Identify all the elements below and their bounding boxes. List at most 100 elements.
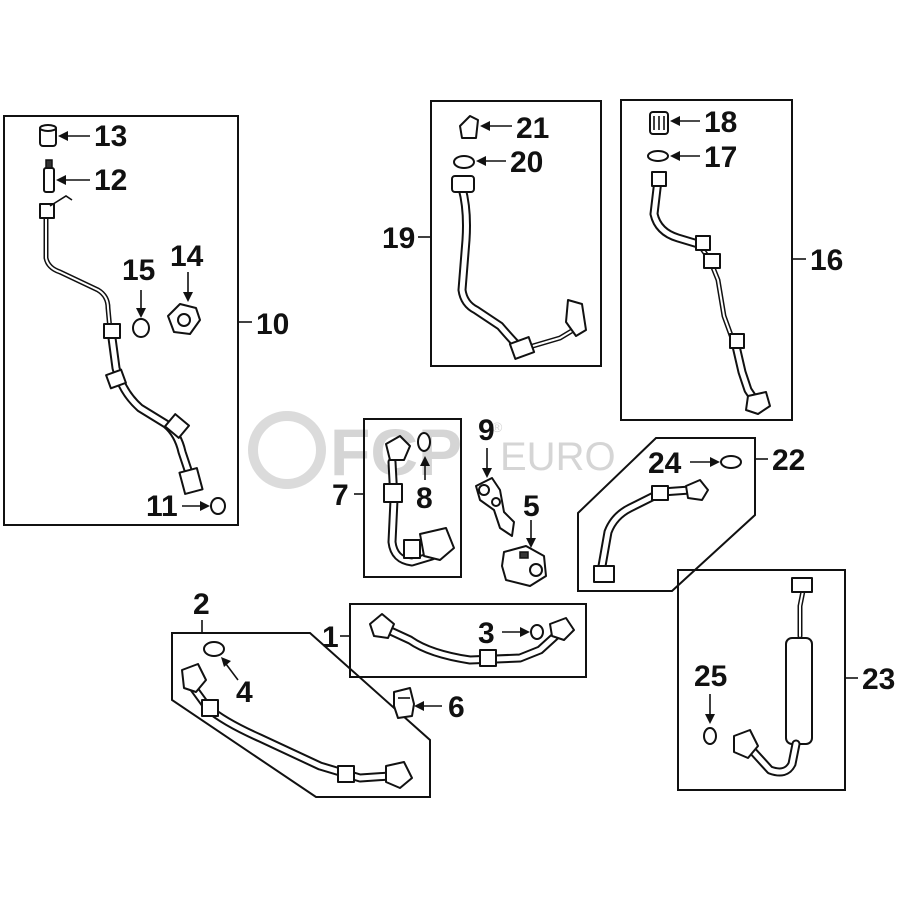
assembly-22[interactable] — [577, 437, 756, 592]
hose-7-crimp — [383, 483, 403, 503]
hose-23-fitting — [733, 729, 759, 759]
watermark-euro: EURO — [500, 435, 616, 479]
assembly-2[interactable] — [171, 632, 431, 798]
watermark-registered: ® — [492, 419, 503, 435]
assembly-10-frame — [3, 115, 239, 526]
callout-9: 9 — [478, 414, 495, 447]
hose-22-fitting — [593, 565, 615, 583]
hose-7-block-fitting — [419, 527, 455, 561]
callout-21: 21 — [516, 112, 549, 145]
hose-10-fitting — [178, 467, 204, 495]
hose-16-crimp — [729, 333, 745, 349]
o-ring-24[interactable] — [720, 455, 742, 469]
callout-25: 25 — [694, 660, 727, 693]
fitting-6[interactable] — [393, 687, 415, 719]
tube-10 — [43, 211, 113, 333]
cap-18[interactable] — [649, 111, 669, 135]
o-ring-25[interactable] — [703, 727, 717, 745]
assembly-7-frame — [363, 418, 462, 578]
hose-16-upper — [649, 175, 703, 249]
hose-10-clamp — [103, 323, 121, 339]
callout-4: 4 — [236, 676, 253, 709]
o-ring-20[interactable] — [453, 155, 475, 169]
hose-16-bracket — [703, 253, 721, 269]
callout-10: 10 — [256, 308, 289, 341]
assembly-1-frame — [349, 603, 587, 678]
cap-13[interactable] — [39, 124, 57, 147]
callout-6: 6 — [448, 691, 465, 724]
assembly-19[interactable] — [430, 100, 602, 367]
callout-labels: 13 12 15 14 10 11 21 20 19 18 17 16 8 7 … — [94, 106, 895, 724]
hose-22-crimp — [651, 485, 669, 501]
valve-cap-21[interactable] — [459, 115, 479, 139]
o-ring-4[interactable] — [203, 641, 225, 657]
assembly-10[interactable] — [3, 115, 239, 526]
block-fitting-5[interactable] — [501, 545, 547, 587]
callout-24: 24 — [648, 447, 682, 480]
hose-10-crimp-2 — [163, 413, 191, 439]
o-ring-3[interactable] — [530, 624, 544, 640]
callout-15: 15 — [122, 254, 155, 287]
hose-19-crimp — [508, 336, 536, 360]
assembly-19-frame — [430, 100, 602, 367]
o-ring-17[interactable] — [647, 150, 669, 162]
hose-2-crimp-2 — [337, 765, 355, 783]
hose-10 — [107, 333, 195, 481]
hose-16-fitting — [651, 171, 667, 187]
assembly-22-frame — [577, 437, 756, 592]
callout-3: 3 — [478, 617, 495, 650]
leaders — [56, 116, 858, 724]
callout-12: 12 — [94, 164, 127, 197]
hose-16-end-fitting — [745, 391, 771, 415]
assembly-2-frame — [171, 632, 431, 798]
callout-2: 2 — [193, 588, 210, 621]
hose-7-fitting — [385, 435, 411, 461]
assembly-16-frame — [620, 99, 793, 421]
hose-2-fitting — [181, 663, 207, 693]
hose-19-fitting — [451, 175, 475, 193]
hose-2-crimp — [201, 699, 219, 717]
hose-19-end-fitting — [565, 299, 587, 337]
tube-10-fitting — [39, 203, 55, 219]
callout-22: 22 — [772, 444, 805, 477]
o-ring-15[interactable] — [132, 318, 150, 338]
callout-18: 18 — [704, 106, 737, 139]
valve-core-12[interactable] — [43, 159, 55, 193]
hose-1-end-fitting — [549, 617, 575, 641]
o-ring-11[interactable] — [210, 497, 226, 515]
assembly-23[interactable] — [677, 569, 846, 791]
assembly-23-frame — [677, 569, 846, 791]
callout-20: 20 — [510, 146, 543, 179]
hose-23-top-fitting — [791, 577, 813, 593]
hose-2-end-fitting — [385, 761, 413, 789]
callout-16: 16 — [810, 244, 843, 277]
assembly-1[interactable] — [349, 603, 587, 678]
watermark-logo-icon — [248, 411, 326, 489]
callout-8: 8 — [416, 482, 433, 515]
pressure-switch-14[interactable] — [167, 303, 201, 335]
callout-23: 23 — [862, 663, 895, 696]
o-ring-8[interactable] — [417, 432, 431, 452]
callout-11: 11 — [146, 490, 178, 523]
callout-13: 13 — [94, 120, 127, 153]
hose-2 — [187, 681, 395, 783]
callout-17: 17 — [704, 141, 737, 174]
callout-1: 1 — [322, 621, 339, 654]
assembly-7[interactable] — [363, 418, 462, 578]
hose-1-fitting — [369, 613, 395, 639]
callout-7: 7 — [332, 479, 349, 512]
bracket-9[interactable] — [475, 477, 515, 537]
hose-23 — [785, 637, 813, 745]
hose-22-end-fitting — [685, 479, 709, 501]
callout-5: 5 — [523, 490, 540, 523]
hose-16-joint — [695, 235, 711, 251]
hose-1-crimp — [479, 649, 497, 667]
hose-10-crimp — [105, 368, 127, 390]
hose-7-crimp-2 — [403, 539, 421, 559]
tube-10-bracket — [49, 195, 73, 207]
watermark: FCP EURO ® — [248, 411, 616, 489]
callout-19: 19 — [382, 222, 415, 255]
hose-19 — [457, 183, 525, 353]
assembly-16[interactable] — [620, 99, 793, 421]
